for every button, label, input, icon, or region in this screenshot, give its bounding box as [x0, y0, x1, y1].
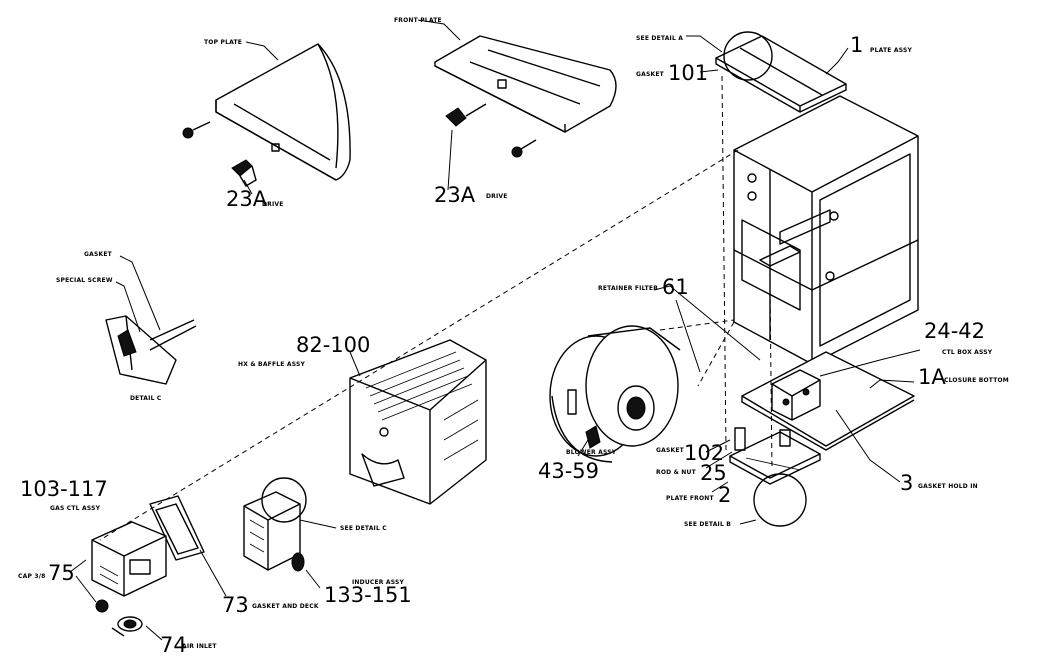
- part-number-1: 1: [850, 33, 863, 57]
- gasket-102-label: GASKET: [656, 447, 685, 454]
- see-detail-c-label: SEE DETAIL C: [340, 525, 387, 532]
- drive-bracket-right: [445, 103, 487, 127]
- part-number-23a-left: 23A: [226, 187, 268, 211]
- special-screw-label: SPECIAL SCREW: [56, 277, 113, 284]
- front-plate-screw: [511, 139, 537, 158]
- air-inlet-part: [111, 616, 143, 637]
- plate-front-part: [729, 431, 821, 527]
- part-number-75: 75: [48, 561, 75, 585]
- drive-label-left: DRIVE: [262, 201, 284, 208]
- gasket-hold-in-label: GASKET HOLD IN: [918, 483, 978, 490]
- part-number-103-117: 103-117: [20, 477, 108, 501]
- part-number-3: 3: [900, 471, 913, 495]
- heat-exchanger-part: [349, 339, 487, 505]
- gas-ctl-assy-label: GAS CTL ASSY: [50, 505, 101, 512]
- control-box-part: [771, 369, 821, 421]
- gasket-101-label: GASKET: [636, 71, 665, 78]
- blower-assy-part: [549, 325, 681, 463]
- part-number-101: 101: [668, 61, 708, 85]
- front-plate-part: [434, 35, 617, 133]
- closure-bottom-part: [741, 351, 915, 451]
- gasket-holder: [734, 427, 791, 451]
- hx-assy-label: HX & BAFFLE ASSY: [238, 361, 305, 368]
- plate-assy-part: [715, 31, 847, 113]
- furnace-cabinet: [733, 95, 919, 365]
- closure-bottom-label: CLOSURE BOTTOM: [944, 377, 1009, 384]
- inducer-assy-part: [243, 477, 307, 572]
- part-number-61: 61: [662, 275, 689, 299]
- detail-c-part: [105, 315, 197, 385]
- part-number-73: 73: [222, 593, 249, 617]
- gas-control-part: [91, 521, 167, 597]
- top-plate-part: [215, 43, 351, 181]
- part-number-23a-right: 23A: [434, 183, 476, 207]
- part-number-24-42: 24-42: [924, 319, 985, 343]
- inducer-assy-label: INDUCER ASSY: [352, 579, 405, 586]
- part-number-1a: 1A: [918, 365, 946, 389]
- see-detail-a-label: SEE DETAIL A: [636, 35, 683, 42]
- detail-c-label: DETAIL C: [130, 395, 162, 402]
- ctl-box-assy-label: CTL BOX ASSY: [942, 349, 993, 356]
- part-number-74: 74: [160, 633, 187, 657]
- leader-lines: [69, 19, 921, 641]
- plate-assy-label: PLATE ASSY: [870, 47, 912, 54]
- drive-label-right: DRIVE: [486, 193, 508, 200]
- part-number-2: 2: [718, 483, 731, 507]
- gasket-deck-label: GASKET AND DECK: [252, 603, 319, 610]
- top-plate-label: TOP PLATE: [204, 39, 242, 46]
- cap-label: CAP 3/8: [18, 573, 45, 580]
- part-number-25: 25: [700, 461, 727, 485]
- cap-part: [95, 599, 109, 613]
- front-plate-label: FRONT PLATE: [394, 17, 442, 24]
- part-number-133-151: 133-151: [324, 583, 412, 607]
- rod-nut-label: ROD & NUT: [656, 469, 697, 476]
- air-inlet-label: AIR INLET: [182, 643, 217, 650]
- plate-front-label: PLATE FRONT: [666, 495, 715, 502]
- gasket-deck-part: [149, 495, 205, 561]
- gasket-detail-c-label: GASKET: [84, 251, 113, 258]
- assembly-lines: [99, 75, 773, 541]
- blower-assy-label: BLOWER ASSY: [566, 449, 617, 456]
- top-plate-screw: [182, 121, 211, 139]
- part-number-82-100: 82-100: [296, 333, 370, 357]
- drive-bracket-left: [231, 159, 257, 187]
- part-number-102: 102: [684, 441, 724, 465]
- retainer-filter-label: RETAINER FILTER: [598, 285, 658, 292]
- part-number-43-59: 43-59: [538, 459, 599, 483]
- see-detail-b-label: SEE DETAIL B: [684, 521, 731, 528]
